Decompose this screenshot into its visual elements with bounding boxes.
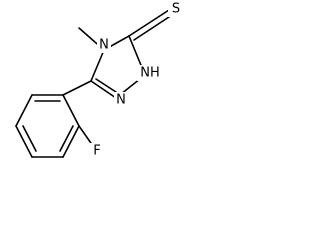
bond-ph2-ph3 (15, 94, 33, 127)
nh-nitrogen-label: NH (140, 66, 160, 81)
atom-labels: S N NH N F (90, 1, 184, 159)
chemical-structure-diagram: S N NH N F (15, 1, 184, 159)
bond-ph3-ph4-inner (22, 125, 37, 152)
bond-ph6-ph1 (62, 94, 80, 127)
bond-ph5-ph6-inner (59, 125, 74, 152)
fluoro-substituent (78, 125, 94, 147)
lower-nitrogen-label: N (116, 93, 126, 108)
bond-c5-s-inner (133, 14, 173, 41)
phenyl-ring-bonds (15, 80, 92, 158)
methyl-nitrogen-mask (97, 37, 111, 53)
bond-c5-s-outer (128, 9, 170, 37)
bond-n4-c3 (90, 49, 105, 82)
bond-c3-n2-outer (90, 80, 117, 99)
sulfur-label: S (172, 2, 180, 17)
nh-nitrogen-mask (137, 65, 163, 81)
bond-c3-phenyl (62, 80, 92, 96)
bond-ph6-f (78, 125, 94, 147)
bond-ph3-ph4 (15, 125, 33, 158)
fluorine-label: F (93, 144, 100, 159)
lower-nitrogen-mask (114, 92, 128, 108)
bond-c3-n2-inner (95, 78, 117, 93)
fluorine-mask (90, 143, 104, 159)
thione-double-bond (128, 9, 173, 41)
methyl-nitrogen-label: N (99, 38, 109, 53)
bond-ph5-ph6 (62, 125, 80, 158)
sulfur-mask (168, 1, 184, 17)
